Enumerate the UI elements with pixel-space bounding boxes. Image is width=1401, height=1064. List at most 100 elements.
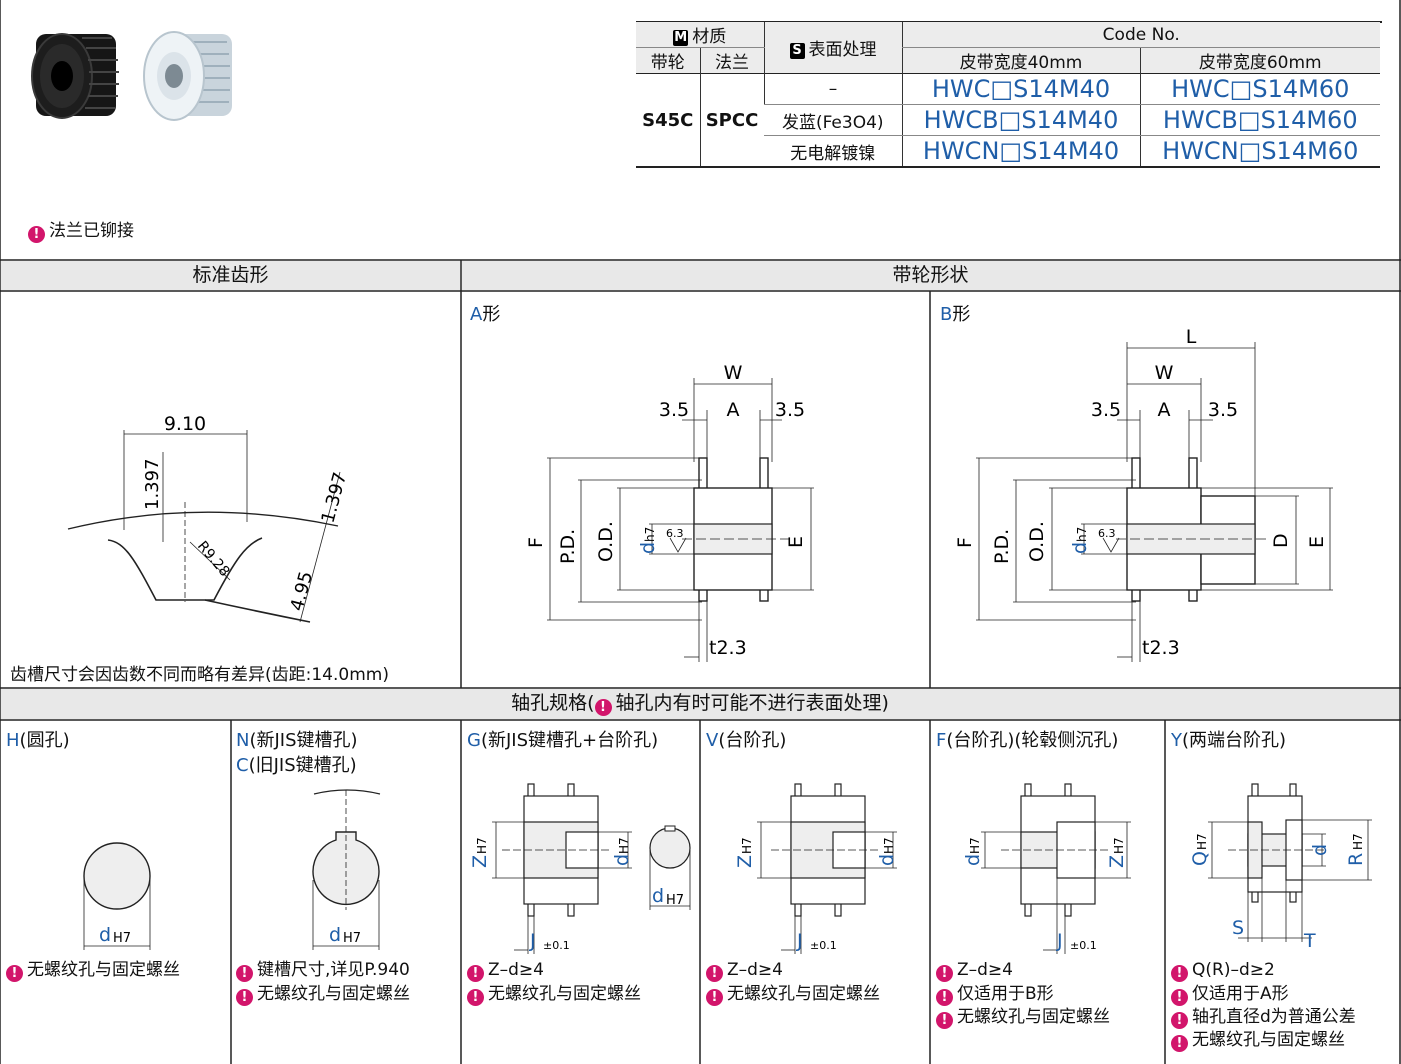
dim-d-label: d	[99, 924, 111, 946]
dim-pd-label: P.D.	[557, 529, 579, 564]
dim-d-label: d	[962, 854, 984, 866]
dim-z-label: Z	[469, 855, 491, 868]
shape-b-title: B形	[940, 304, 971, 325]
section-header-shape: 带轮形状	[462, 261, 1399, 290]
dim-d-label: d	[637, 542, 659, 554]
warning-icon: !	[236, 989, 253, 1006]
dim-h7-label: H7	[1351, 833, 1365, 850]
dim-w-label: W	[724, 362, 743, 384]
code-cell: HWCB□S14M40	[901, 104, 1140, 136]
warning-icon: !	[594, 699, 612, 716]
dim-h7-label: H7	[740, 837, 754, 854]
code-cell: HWCB□S14M60	[1139, 104, 1380, 136]
warning-icon: !	[706, 965, 723, 982]
bore-n-title: N(新JIS键槽孔)	[236, 730, 358, 751]
dim-right-label: 3.5	[1208, 399, 1238, 421]
dim-h7-label: H7	[617, 837, 631, 854]
dim-h7-label: H7	[475, 837, 489, 854]
roughness-label: 6.3	[1098, 527, 1116, 540]
code-header: Code No.	[901, 22, 1380, 48]
product-photos	[31, 31, 232, 121]
dim-h7-label: H7	[113, 931, 131, 946]
bore-y-title: Y(两端台阶孔)	[1171, 730, 1287, 751]
bore-v-diagram: Z H7 d H7 J ±0.1	[734, 783, 898, 954]
dim-e-label: E	[1306, 536, 1328, 548]
dim-d-label: d	[611, 854, 633, 866]
warning-icon: !	[6, 965, 23, 982]
dim-z-label: Z	[1106, 855, 1128, 868]
section-header-tooth: 标准齿形	[1, 261, 460, 290]
dim-q-label: Q	[1189, 851, 1211, 866]
dim-tol-label: ±0.1	[543, 939, 570, 952]
bore-y-note: !Q(R)–d≥2	[1171, 958, 1275, 982]
pulley-col-header: 带轮	[636, 47, 700, 74]
flange-col-header: 法兰	[699, 47, 764, 74]
warning-icon: !	[936, 989, 953, 1006]
dim-t-label: t2.3	[1142, 637, 1180, 659]
width60-header: 皮带宽度60mm	[1139, 47, 1380, 74]
warning-icon: !	[467, 989, 484, 1006]
bore-f-diagram: d H7 Z H7 J ±0.1	[962, 783, 1131, 954]
warning-icon: !	[936, 1012, 953, 1029]
bore-v-title: V(台阶孔)	[706, 730, 787, 751]
bore-y-note: !轴孔直径d为普通公差	[1171, 1005, 1356, 1029]
dim-a-label: A	[727, 399, 740, 421]
dim-right-label: 3.5	[775, 399, 805, 421]
surface-cell: –	[763, 73, 902, 105]
code-cell: HWCN□S14M60	[1139, 135, 1380, 167]
pulley-material: S45C	[642, 109, 694, 131]
dim-h7-label: h7	[1075, 527, 1089, 542]
code-cell: HWCN□S14M40	[901, 135, 1140, 167]
tooth-dim-radius: R9.28	[194, 538, 233, 580]
tooth-dim-depth: 4.95	[287, 569, 318, 613]
surface-cell: 发蓝(Fe3O4)	[764, 104, 902, 136]
dim-d-label: d	[1309, 844, 1331, 856]
bore-nc-note: !键槽尺寸,详见P.940	[236, 958, 410, 982]
bore-h-title: H(圆孔)	[6, 730, 70, 751]
bore-h-note: !无螺纹孔与固定螺丝	[6, 958, 180, 982]
warning-icon: !	[1171, 1035, 1188, 1052]
dim-t-label: t2.3	[709, 637, 747, 659]
warning-icon: !	[706, 989, 723, 1006]
bore-f-title: F(台阶孔)(轮毂侧沉孔)	[936, 730, 1119, 751]
dim-od-label: O.D.	[595, 521, 617, 562]
surface-cell: 无电解镀镍	[790, 143, 876, 164]
dim-r-label: R	[1345, 853, 1367, 866]
warning-icon: !	[236, 965, 253, 982]
dim-d-outer-label: D	[1270, 533, 1292, 548]
dim-h7-label: H7	[666, 893, 684, 908]
dim-j-label: J	[796, 930, 803, 952]
dim-left-label: 3.5	[1091, 399, 1121, 421]
dim-z-label: Z	[734, 855, 756, 868]
dim-d-label: d	[329, 924, 341, 946]
bore-y-diagram: Q H7 d R H7 S T	[1189, 783, 1372, 952]
warning-icon: !	[1171, 1012, 1188, 1029]
bore-f-note: !仅适用于B形	[936, 982, 1054, 1006]
dim-h7-label: H7	[1112, 837, 1126, 854]
dim-d-label: d	[652, 885, 664, 907]
bore-v-note: !无螺纹孔与固定螺丝	[706, 982, 880, 1006]
flange-material: SPCC	[699, 73, 764, 167]
warning-icon: !	[28, 226, 45, 243]
dim-h7-label: H7	[968, 837, 982, 854]
dim-h7-label: H7	[343, 931, 361, 946]
shape-a-title: A形	[470, 304, 501, 325]
dim-j-label: J	[1056, 930, 1063, 952]
section-header-bore: 轴孔规格(!轴孔内有时可能不进行表面处理)	[1, 689, 1399, 719]
tooth-dim-h2: 1.397	[318, 470, 352, 525]
warning-icon: !	[467, 965, 484, 982]
dim-h7-label: h7	[643, 527, 657, 542]
warning-icon: !	[1171, 965, 1188, 982]
bore-g-title: G(新JIS键槽孔+台阶孔)	[467, 730, 659, 751]
dim-tol-label: ±0.1	[1070, 939, 1097, 952]
bore-nc-note: !无螺纹孔与固定螺丝	[236, 982, 410, 1006]
silver-pulley-image	[143, 31, 232, 121]
material-badge: M	[673, 30, 689, 46]
bore-c-title: C(旧JIS键槽孔)	[236, 755, 357, 776]
tooth-dim-pitch: 9.10	[164, 413, 206, 435]
roughness-label: 6.3	[666, 527, 684, 540]
bore-y-note: !无螺纹孔与固定螺丝	[1171, 1028, 1345, 1052]
warning-icon: !	[1171, 989, 1188, 1006]
